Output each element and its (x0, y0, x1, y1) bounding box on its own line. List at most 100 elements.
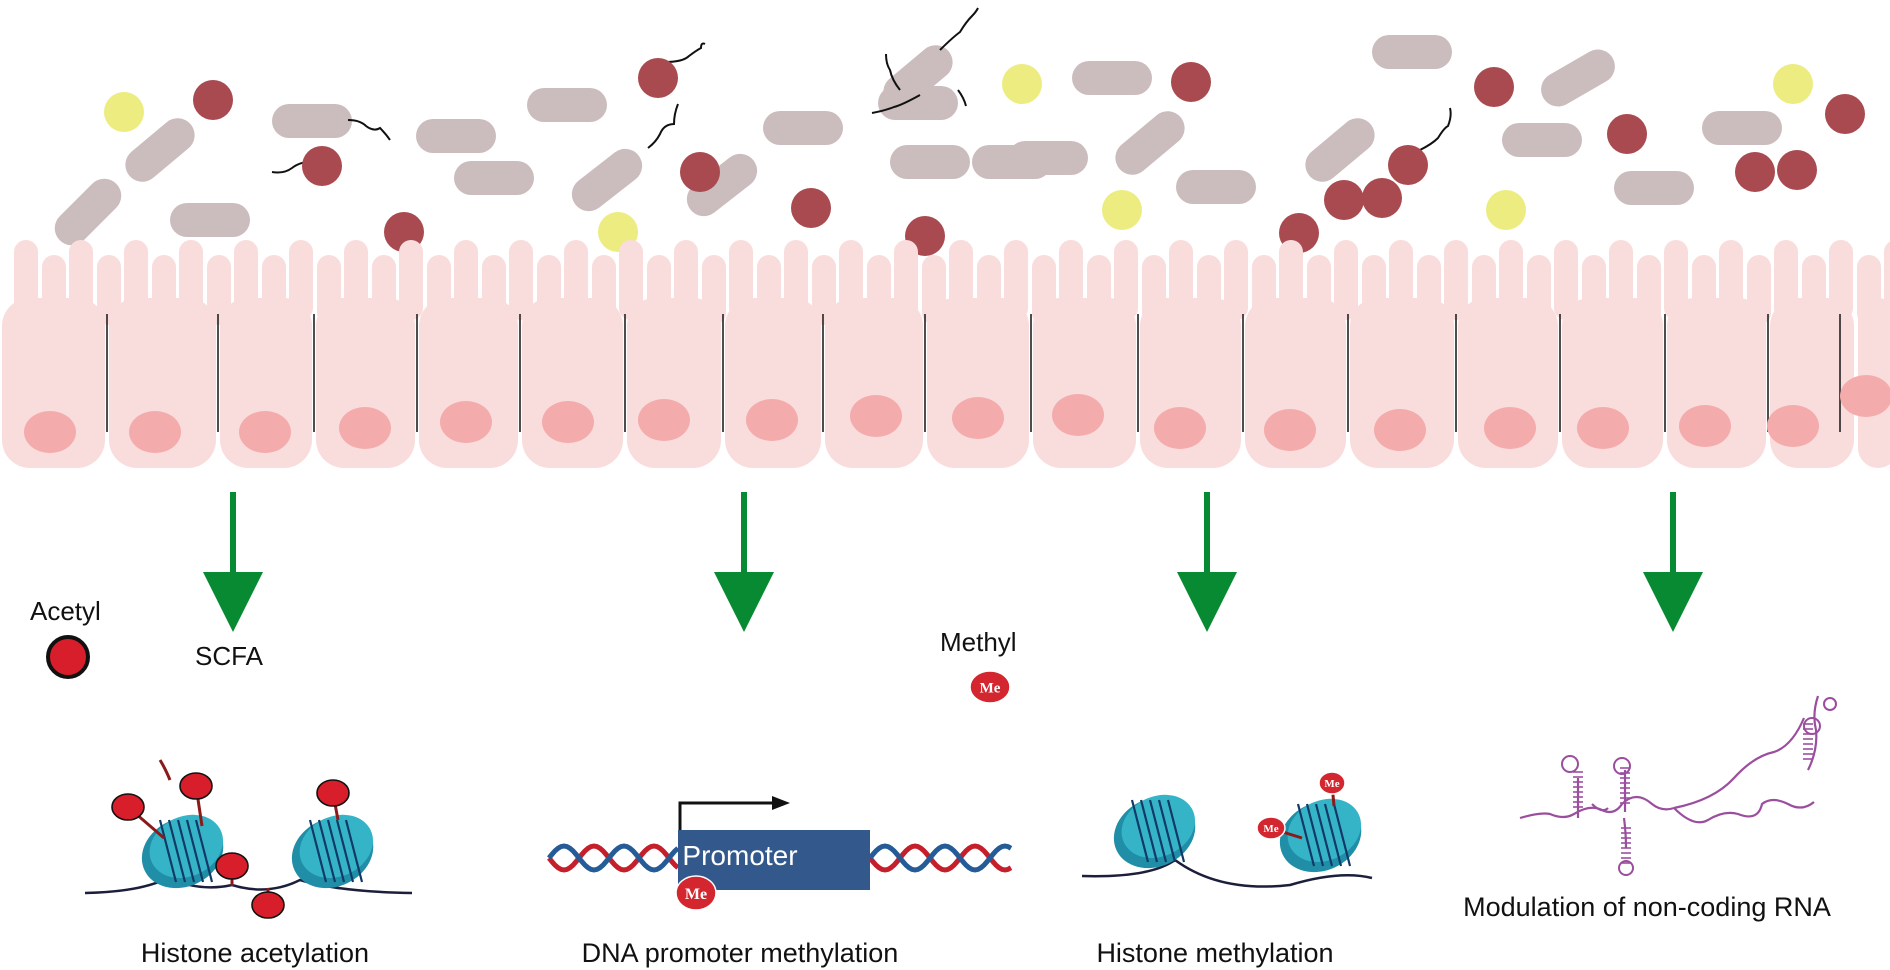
methyl-badge-icon: Me (1256, 816, 1286, 840)
nucleus (440, 401, 492, 443)
bacterium-icon (170, 203, 250, 237)
dna-wrap (194, 819, 214, 883)
bacterium-icon (1176, 170, 1256, 204)
flagellum-icon (664, 42, 706, 63)
legend-methyl-label: Methyl (940, 627, 1017, 657)
yellow-particle-icon (1002, 64, 1042, 104)
yellow-particle-icon (1486, 190, 1526, 230)
dna-promoter-methylation-caption: DNA promoter methylation (581, 938, 899, 968)
methyl-badge-icon: Me (675, 875, 717, 911)
flagellum-icon (1419, 107, 1452, 151)
arrows-layer (203, 492, 1703, 632)
epithelial-cell (1033, 298, 1136, 468)
scfa-molecule-icon (1735, 152, 1775, 192)
dna-wrap (1166, 799, 1186, 863)
chromatin-strand (1081, 858, 1373, 888)
arrow-down-icon (1177, 572, 1237, 632)
yellow-particle-icon (1773, 64, 1813, 104)
rna-loop (1803, 717, 1821, 735)
nucleus (1374, 409, 1426, 451)
nucleus (1052, 394, 1104, 436)
arrow-down-icon (741, 492, 747, 572)
scfa-molecule-icon (193, 80, 233, 120)
dna-wrap (1139, 799, 1159, 863)
acetyl-group-icon (316, 779, 350, 807)
methyl-badge-circle (1256, 816, 1286, 840)
dna-wrap (1314, 803, 1334, 867)
rna-strand (1673, 798, 1815, 824)
acetyl-legend-icon (46, 635, 90, 679)
dna-wrap (308, 819, 328, 883)
bacterium-icon (1614, 171, 1694, 205)
bacterium-icon (571, 148, 643, 212)
arrow-down-icon (714, 572, 774, 632)
microvillus (207, 255, 231, 325)
bacterium-icon (54, 178, 122, 246)
bacterium-icon (1702, 111, 1782, 145)
bacterium-icon (527, 88, 607, 122)
flagellum-icon (885, 53, 901, 91)
dna-strand-red (547, 843, 680, 873)
rna-loop (1561, 755, 1579, 773)
chromatin-strand (84, 876, 413, 895)
nucleus (1679, 405, 1731, 447)
bacterium-icon (1541, 49, 1615, 107)
flagellum-icon (347, 119, 391, 141)
bacterium-icon (686, 153, 758, 217)
flagellum-icon (871, 94, 921, 114)
bacterium-icon (1072, 61, 1152, 95)
dna-wrap (1332, 803, 1352, 867)
dna-wrap (167, 819, 187, 883)
nucleosome-icon (291, 814, 374, 889)
microvillus (399, 240, 423, 320)
dna-wrap (1157, 799, 1177, 863)
methyl-badge-circle (1318, 771, 1346, 795)
microvillus (97, 255, 121, 325)
nucleus (24, 411, 76, 453)
legend-scfa-label: SCFA (195, 641, 263, 671)
epithelial-cell (825, 298, 923, 468)
nucleus (1264, 409, 1316, 451)
scfa-molecule-icon (1171, 62, 1211, 102)
dna-wrap (326, 819, 346, 883)
nucleus (339, 407, 391, 449)
nucleosome-face (149, 814, 224, 878)
rna-strand (1673, 717, 1806, 810)
nucleus (1840, 375, 1890, 417)
microvillus (1334, 240, 1358, 320)
dna-wrap (1130, 799, 1150, 863)
acetyl-group-icon (111, 793, 145, 821)
dna-strand-red (868, 843, 1013, 873)
bacterium-icon (1115, 111, 1185, 175)
microvillus (1114, 240, 1138, 320)
bacteria-layer (54, 7, 1865, 256)
bacterium-icon (272, 104, 352, 138)
microvillus (812, 255, 836, 325)
legend: Me (46, 635, 1011, 704)
yellow-particle-icon (1102, 190, 1142, 230)
microvillus (619, 240, 643, 320)
bacterium-icon (763, 111, 843, 145)
nucleosome-icon (1279, 798, 1362, 873)
transcription-start-arrow (678, 801, 775, 830)
bacterium-icon (454, 161, 534, 195)
scfa-molecule-icon (680, 152, 720, 192)
arrow-down-icon (230, 492, 236, 572)
acetyl-group-icon (251, 891, 285, 919)
microvillus (1224, 240, 1248, 320)
bacterium-icon (1305, 118, 1375, 182)
nucleus (1767, 405, 1819, 447)
nucleus (850, 395, 902, 437)
scfa-molecule-icon (1362, 178, 1402, 218)
scfa-molecule-icon (1474, 67, 1514, 107)
histone-methylation-caption: Histone methylation (1096, 938, 1334, 968)
arrow-down-icon (203, 572, 263, 632)
scfa-molecule-icon (1825, 94, 1865, 134)
nucleus (1577, 407, 1629, 449)
epithelial-cell (725, 298, 821, 468)
microvillus (1664, 240, 1688, 320)
acetyl-link (158, 759, 172, 781)
bacterium-icon (416, 119, 496, 153)
methyl-badge-icon: Me (1318, 771, 1346, 795)
